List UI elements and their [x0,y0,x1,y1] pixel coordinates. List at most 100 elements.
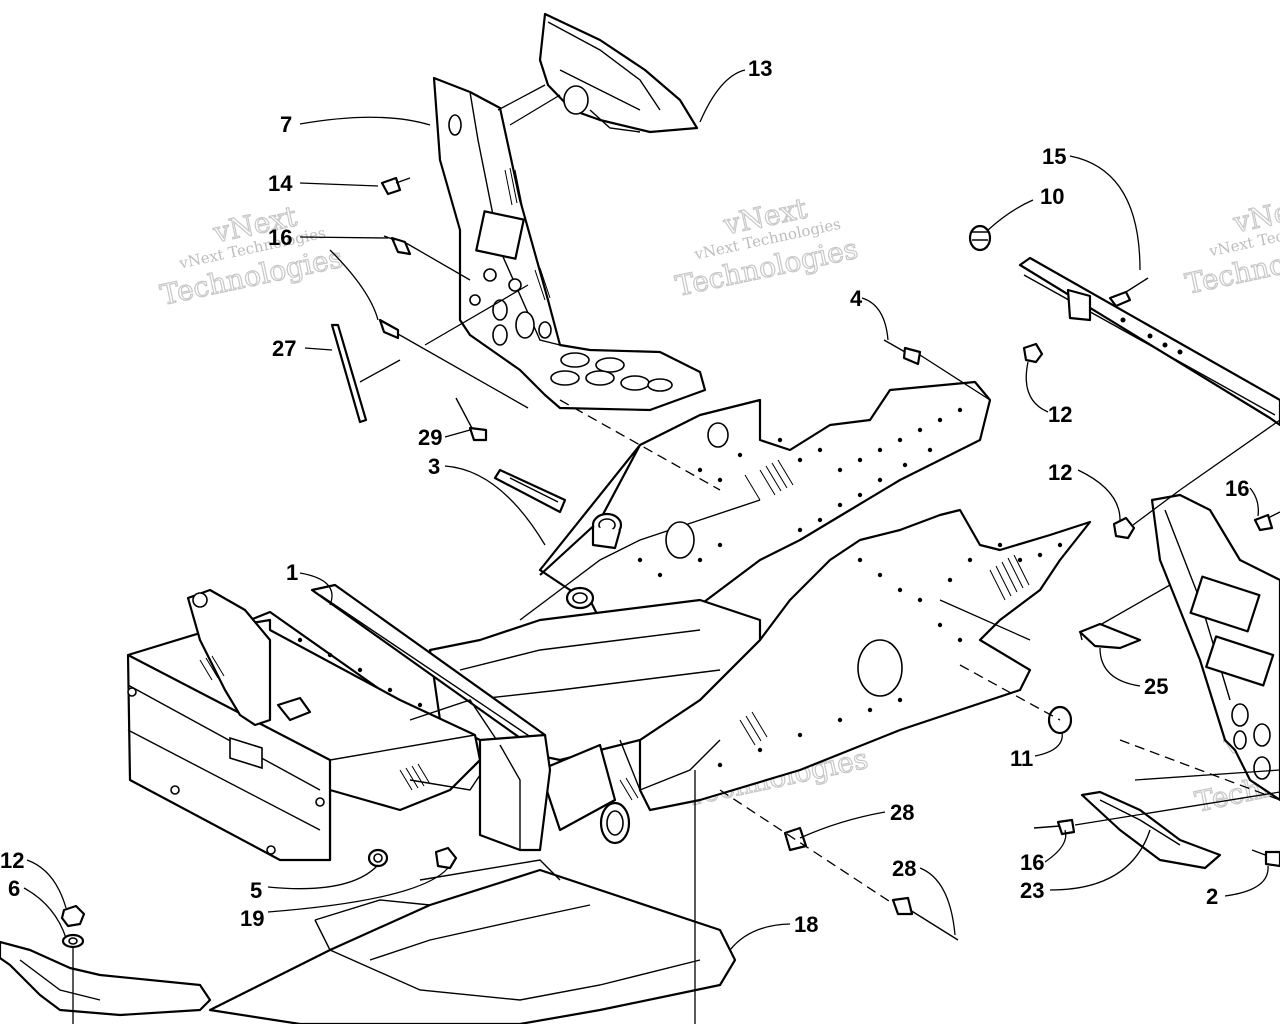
rivet-dot [957,407,963,413]
part-12-nut-front [60,904,86,949]
part-2-rivet [1251,849,1280,868]
rivet-dot [967,557,973,563]
callout-13: 13 [748,56,772,81]
callout-12-upper-right: 12 [1048,402,1072,427]
rivet-dot [387,687,393,693]
callout-1: 1 [286,560,298,585]
rivet-dot [877,477,883,483]
callout-5: 5 [250,878,262,903]
part-16-screw-lower-right [1033,818,1076,836]
rivet-dot [797,457,803,463]
rivet-dot [857,457,863,463]
callout-labels: 13 7 14 16 27 29 3 4 10 15 12 12 16 25 1… [0,56,1249,937]
part-16-screw-lower [378,318,400,340]
callout-15: 15 [1042,144,1066,169]
callout-leaders [23,69,1269,951]
rivet-dot [327,652,333,658]
part-1-main-frame [126,380,1092,862]
callout-4: 4 [850,286,863,311]
rivet-dot [867,707,873,713]
rivet-dot [797,527,803,533]
rivet-dot [902,462,908,468]
callout-14: 14 [268,171,293,196]
callout-28: 28 [890,800,914,825]
rivet-dot [1017,557,1023,563]
right-support-bracket [1150,493,1280,802]
rivet-dot [897,437,903,443]
panel-shading [199,459,1030,801]
part-19-grommet [434,846,458,870]
rivet-dot [917,427,923,433]
assembly-lines [72,84,1280,1024]
rivet-dot [757,747,763,753]
callout-16-lower-right: 16 [1020,850,1044,875]
rivet-dot [817,517,823,523]
part-5-plug [367,848,389,868]
rivet-dot [777,437,783,443]
rivet-dot [717,762,723,768]
part-16-screw-right [1253,511,1280,532]
rivet-dot [947,577,953,583]
rivet-dot [797,732,803,738]
callout-16-upper: 16 [268,225,292,250]
rivet-dot [817,447,823,453]
part-27-rivet [891,896,959,941]
watermark-center-top: vNext vNext Technologies Technologies [672,191,861,303]
rivet-dot [897,587,903,593]
part-26-rod [330,323,368,424]
rivet-dot [857,557,863,563]
callout-10: 10 [1040,184,1064,209]
callout-25: 25 [1144,674,1168,699]
watermark-right-top: vNext vNext Technologies Technologies [1182,189,1280,301]
rivet-dot [697,557,703,563]
rivet-dot [697,467,703,473]
rivet-dot [737,452,743,458]
rivet-dot [997,542,1003,548]
rivet-dot [637,557,643,563]
rivet-dot [1037,552,1043,558]
rivet-dot [657,572,663,578]
rivet-dot [837,502,843,508]
rivet-dot [917,597,923,603]
part-12-nut-mid-right [1112,516,1136,540]
callout-27: 28 [892,856,916,881]
rivet-dot [1057,542,1063,548]
watermark-left-top: vNext vNext Technologies Technologies [157,199,346,313]
part-29-rivet [455,397,488,442]
rivet-dot [877,447,883,453]
callout-26: 27 [272,336,296,361]
part-10-nut [968,224,992,252]
part-23-guard [1080,790,1222,870]
callout-29: 29 [418,425,442,450]
callout-3: 3 [428,454,440,479]
part-14-bolt [380,176,411,196]
part-13-console-shell [538,12,699,134]
rivet-dot [897,697,903,703]
part-15-shaft [1018,256,1280,427]
rivet-dot [417,702,423,708]
rivet-dot [927,447,933,453]
callout-18: 18 [794,912,818,937]
rivet-dot [717,542,723,548]
rivet-dot [957,637,963,643]
rivet-dot [297,637,303,643]
rivet-dot [937,417,943,423]
callout-12-mid-right: 12 [1048,460,1072,485]
rivet-dot [877,572,883,578]
part-6-ski-front [0,940,212,1017]
part-28-clip [783,826,808,852]
callout-19: 19 [240,906,264,931]
rivet-dot [937,622,943,628]
callout-16-right: 16 [1225,476,1249,501]
part-3-strip [493,468,567,514]
rivet-dot [357,667,363,673]
rivet-dot [857,492,863,498]
part-12-nut-upper-right [1022,342,1044,364]
rivet-dot [717,477,723,483]
callout-12-front: 12 [0,848,24,873]
part-4-rivet [883,339,922,366]
rivet-dot [837,467,843,473]
rivet-dot [837,717,843,723]
